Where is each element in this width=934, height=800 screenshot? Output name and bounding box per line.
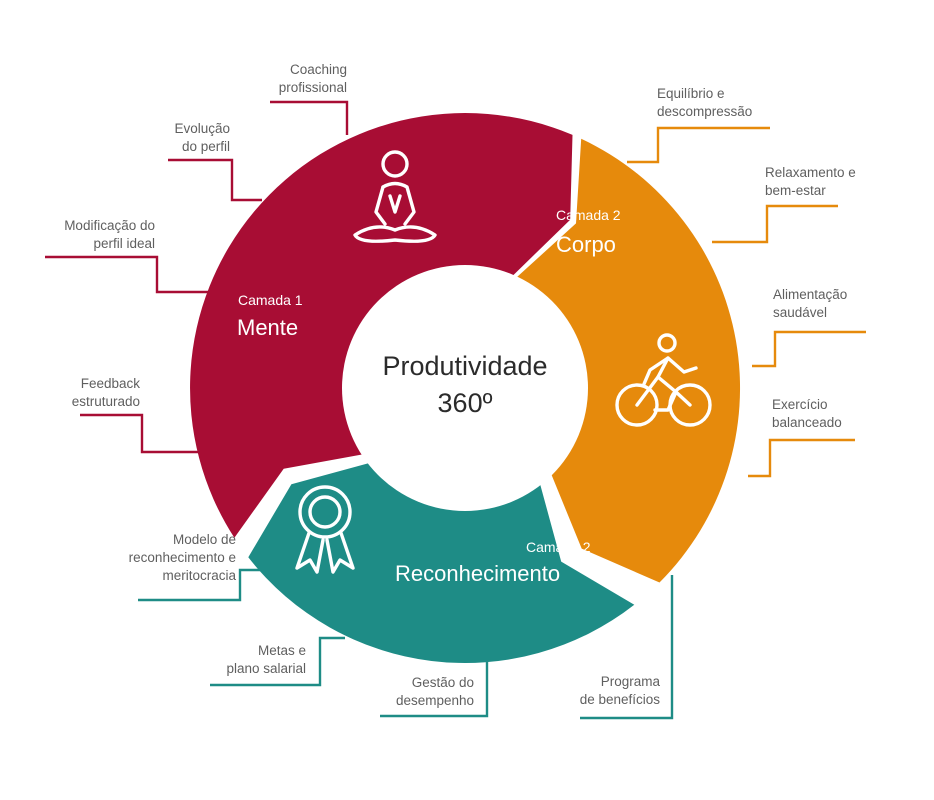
segment-corpo	[516, 138, 741, 583]
label-programa-line1: Programa	[601, 674, 661, 689]
label-alimentacao-line1: Alimentação	[773, 287, 847, 302]
label-modificacao-line2: perfil ideal	[93, 236, 155, 251]
connector-coaching	[270, 100, 349, 135]
segment-mente	[190, 113, 573, 538]
label-gestao-line2: desempenho	[396, 693, 474, 708]
label-programa-line2: de benefícios	[580, 692, 661, 707]
label-modelo-line2: reconhecimento e	[129, 550, 236, 565]
connectors	[45, 100, 866, 720]
mente-layer-label: Camada 1	[238, 292, 303, 308]
connector-gestao	[380, 660, 489, 718]
label-relaxamento-line2: bem-estar	[765, 183, 826, 198]
connector-evolucao	[168, 158, 262, 202]
label-exercicio-line2: balanceado	[772, 415, 842, 430]
label-alimentacao-line2: saudável	[773, 305, 827, 320]
label-gestao-line1: Gestão do	[412, 675, 474, 690]
connector-modelo	[138, 568, 264, 602]
label-exercicio-line1: Exercício	[772, 397, 828, 412]
label-feedback-line1: Feedback	[81, 376, 141, 391]
meditation-icon	[353, 150, 437, 243]
connector-modificacao	[45, 255, 208, 294]
label-modelo-line3: meritocracia	[162, 568, 236, 583]
connector-equilibrio	[627, 126, 770, 164]
label-evolucao-line2: do perfil	[182, 139, 230, 154]
label-modificacao-line1: Modificação do	[64, 218, 155, 233]
label-feedback-line2: estruturado	[72, 394, 140, 409]
center-title-line2: 360º	[438, 388, 493, 418]
connector-relaxamento	[712, 204, 838, 244]
label-modelo-line1: Modelo de	[173, 532, 236, 547]
corpo-title: Corpo	[556, 232, 616, 257]
label-equilibrio-line1: Equilíbrio e	[657, 86, 725, 101]
label-coaching-line2: profissional	[279, 80, 347, 95]
label-metas-line1: Metas e	[258, 643, 306, 658]
connector-alimentacao	[752, 330, 866, 368]
connector-metas	[210, 636, 345, 687]
segment-reconhecimento	[248, 463, 635, 663]
reconhecimento-title: Reconhecimento	[395, 561, 560, 586]
label-evolucao-line1: Evolução	[174, 121, 230, 136]
mente-title: Mente	[237, 315, 298, 340]
cyclist-icon	[615, 333, 712, 427]
award-ribbon-icon	[295, 485, 355, 574]
label-metas-line2: plano salarial	[226, 661, 306, 676]
label-relaxamento-line1: Relaxamento e	[765, 165, 856, 180]
connector-feedback	[80, 413, 205, 454]
center-title-line1: Produtividade	[382, 351, 547, 381]
connector-exercicio	[748, 438, 855, 478]
connector-programa	[580, 575, 674, 720]
corpo-layer-label: Camada 2	[556, 207, 621, 223]
label-coaching-line1: Coaching	[290, 62, 347, 77]
label-equilibrio-line2: descompressão	[657, 104, 752, 119]
reconhecimento-layer-label: Camada 2	[526, 539, 591, 555]
center-circle	[342, 265, 588, 511]
ring-segments	[190, 113, 741, 663]
